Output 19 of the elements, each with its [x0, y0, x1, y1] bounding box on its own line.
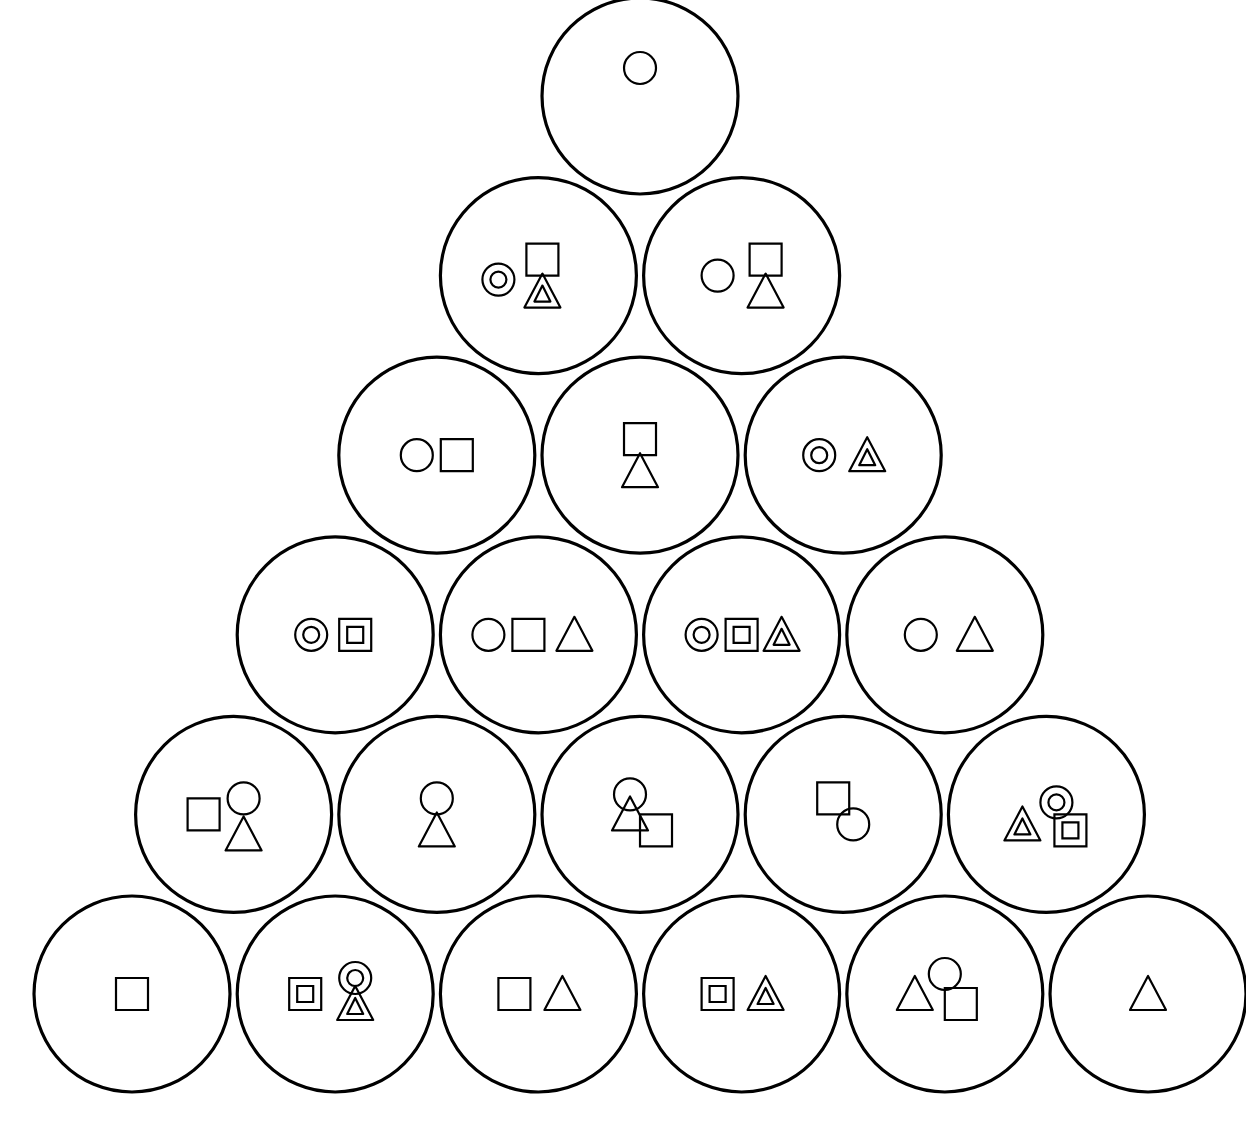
circle [235, 535, 435, 735]
circle [337, 355, 537, 555]
circle [235, 894, 435, 1094]
circle [845, 535, 1045, 735]
circle [438, 176, 638, 376]
circle [540, 355, 740, 555]
circle [134, 714, 334, 914]
circle [743, 355, 943, 555]
circle [642, 176, 842, 376]
circle [540, 714, 740, 914]
circle [642, 535, 842, 735]
circle [337, 714, 537, 914]
circle [438, 535, 638, 735]
circle [642, 894, 842, 1094]
circle [946, 714, 1146, 914]
circle [743, 714, 943, 914]
circle [32, 894, 232, 1094]
circle [845, 894, 1045, 1094]
circle [438, 894, 638, 1094]
